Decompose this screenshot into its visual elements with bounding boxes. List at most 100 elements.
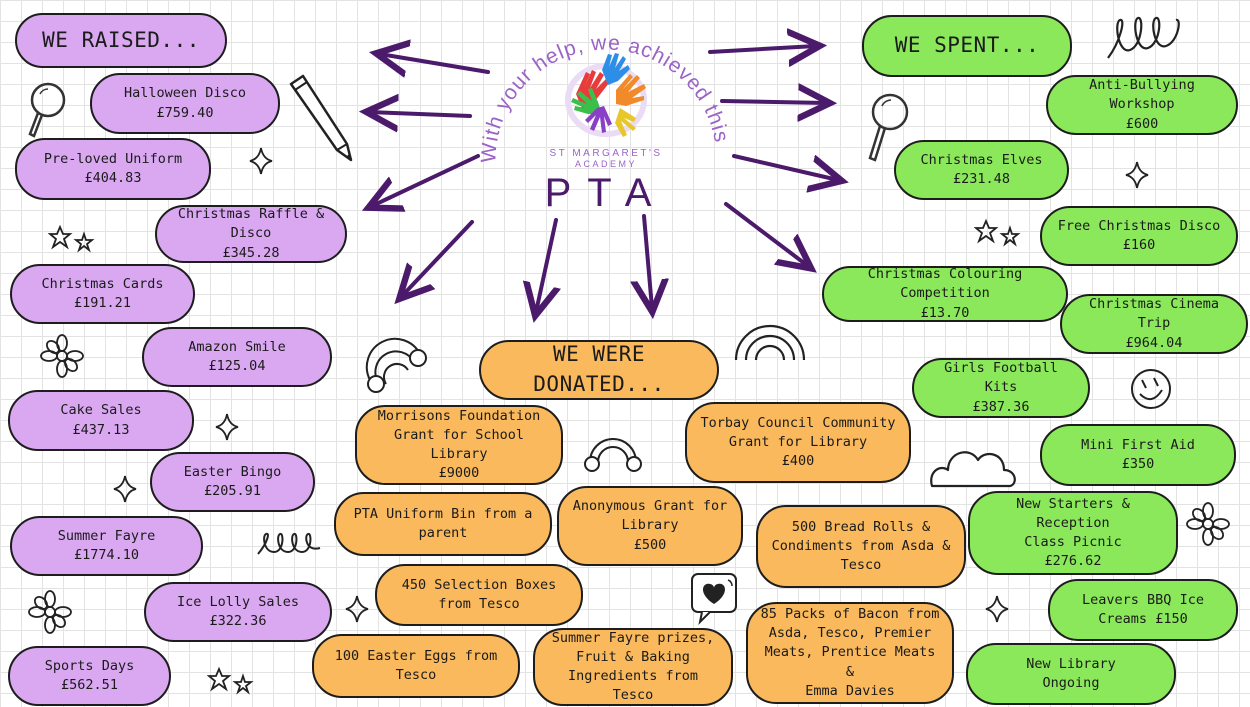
smiley-icon <box>1131 369 1171 409</box>
raised-item-name: Ice Lolly Sales <box>177 593 299 610</box>
raised-item-amount: £1774.10 <box>73 547 140 563</box>
donated-item-line: Anonymous Grant for <box>572 498 728 515</box>
donated-item-line: Grant for School Library <box>393 426 525 462</box>
arrow-to-raised-2 <box>370 112 472 116</box>
spent-item-name: Creams £150 <box>1098 611 1188 627</box>
donated-item-line: £500 <box>633 536 667 553</box>
pencil-icon <box>289 74 353 162</box>
cloud-icon <box>930 451 1016 488</box>
pta-title: PTA <box>545 171 668 215</box>
raised-item-name: Sports Days <box>44 657 135 674</box>
raised-heading-text: WE RAISED... <box>42 27 200 52</box>
spent-item: Christmas Colouring Competition£13.70 <box>822 266 1068 322</box>
spent-item-name: Mini First Aid <box>1081 436 1195 453</box>
arrow-down-1 <box>536 218 556 312</box>
donated-item-line: 500 Bread Rolls & <box>791 518 931 535</box>
arrow-to-raised-4 <box>402 220 474 296</box>
spent-heading: WE SPENT... <box>862 15 1072 77</box>
sparkle-icon <box>113 475 137 503</box>
spent-item-amount: £160 <box>1122 237 1156 253</box>
rainbow-icon <box>584 438 642 472</box>
raised-item: Ice Lolly Sales £322.36 <box>144 582 332 642</box>
magnifier-icon <box>28 82 66 138</box>
arrow-to-spent-3 <box>732 154 838 180</box>
raised-item-name: Summer Fayre <box>57 527 156 544</box>
spent-item: Girls Football Kits£387.36 <box>912 358 1090 418</box>
scribble-icon <box>257 532 321 555</box>
donated-item-line: Emma Davies <box>805 682 895 699</box>
heart-speech-icon <box>691 573 737 626</box>
spent-item-name: Free Christmas Disco <box>1057 217 1221 234</box>
spent-heading-text: WE SPENT... <box>894 33 1040 58</box>
stars-icon <box>207 666 254 695</box>
spent-item: Christmas Elves £231.48 <box>894 140 1069 200</box>
spent-item: Mini First Aid £350 <box>1040 424 1236 486</box>
raised-item-name: Christmas Cards <box>41 275 164 292</box>
donated-item-line: 100 Easter Eggs from <box>334 647 498 664</box>
flower-icon <box>40 334 84 378</box>
spent-item-amount: £964.04 <box>1125 334 1183 351</box>
spent-item-name: Christmas Cinema Trip <box>1088 296 1220 332</box>
spent-item: Christmas Cinema Trip £964.04 <box>1060 294 1248 354</box>
donated-item-line: 450 Selection Boxes <box>401 576 557 593</box>
raised-item-name: Pre-loved Uniform <box>43 150 183 167</box>
sparkle-icon <box>345 595 369 623</box>
donated-item-line: Meats, Prentice Meats & <box>764 644 936 680</box>
sparkle-icon <box>249 147 273 175</box>
arrow-to-raised-1 <box>380 54 490 72</box>
raised-item-name: Christmas Raffle & Disco <box>177 206 325 242</box>
donated-item: 500 Bread Rolls &Condiments from Asda &T… <box>756 505 966 588</box>
donated-item-line: parent <box>418 525 468 541</box>
spent-item-amount: £276.62 <box>1044 553 1102 570</box>
donated-heading-text: WE WERE DONATED... <box>533 342 665 396</box>
raised-heading: WE RAISED... <box>15 13 227 68</box>
spent-item-amount: £13.70 <box>920 304 970 321</box>
raised-item-name: Amazon Smile <box>188 338 286 355</box>
flower-icon <box>1186 502 1230 546</box>
donated-item-line: Summer Fayre prizes, <box>551 629 715 646</box>
spent-item-name: Anti-Bullying Workshop <box>1089 77 1195 113</box>
spent-item-amount: £350 <box>1121 456 1155 472</box>
raised-item-amount: £205.91 <box>204 483 261 499</box>
spent-item-amount: £387.36 <box>972 398 1030 415</box>
donated-item-line: Library <box>621 517 679 534</box>
arrow-to-raised-3 <box>372 154 480 206</box>
donated-item-line: Tesco <box>395 667 437 683</box>
sparkle-icon <box>215 413 239 441</box>
academy-label: ACADEMY <box>575 159 637 169</box>
raised-item-amount: £404.83 <box>84 170 142 186</box>
magnifier-icon <box>868 93 909 162</box>
donated-item-line: £9000 <box>438 465 480 482</box>
pta-logo: With your help, we achieved this ST MARG… <box>477 31 733 215</box>
donated-item-line: Grant for Library <box>728 433 868 450</box>
flower-icon <box>28 590 72 634</box>
sparkle-icon <box>985 595 1009 623</box>
spent-item-name: New Library <box>1026 655 1116 672</box>
spent-item-amount: £231.48 <box>953 171 1010 187</box>
spent-item-name: Christmas Elves <box>920 151 1043 168</box>
donated-item: PTA Uniform Bin from a parent <box>334 492 552 556</box>
scribble-icon <box>1107 16 1180 59</box>
donated-item-line: Condiments from Asda & <box>771 537 951 554</box>
arrow-down-2 <box>644 214 652 308</box>
raised-item-name: Easter Bingo <box>183 463 282 480</box>
raised-item: Christmas Cards£191.21 <box>10 264 195 324</box>
svg-text:With your help, we achieved th: With your help, we achieved this <box>477 31 733 163</box>
spent-item-name: Ongoing <box>1042 675 1100 691</box>
raised-item-amount: £322.36 <box>209 613 267 629</box>
donated-item-line: Ingredients from Tesco <box>567 668 699 704</box>
arrow-to-spent-4 <box>724 202 808 266</box>
donated-item-line: £400 <box>781 453 815 470</box>
raised-item: Pre-loved Uniform £404.83 <box>15 138 211 200</box>
handprints-logo-icon <box>565 53 647 137</box>
raised-item: Christmas Raffle & Disco£345.28 <box>155 205 347 263</box>
spent-item-name: Class Picnic <box>1024 534 1122 550</box>
donated-item-line: PTA Uniform Bin from a <box>353 505 533 522</box>
